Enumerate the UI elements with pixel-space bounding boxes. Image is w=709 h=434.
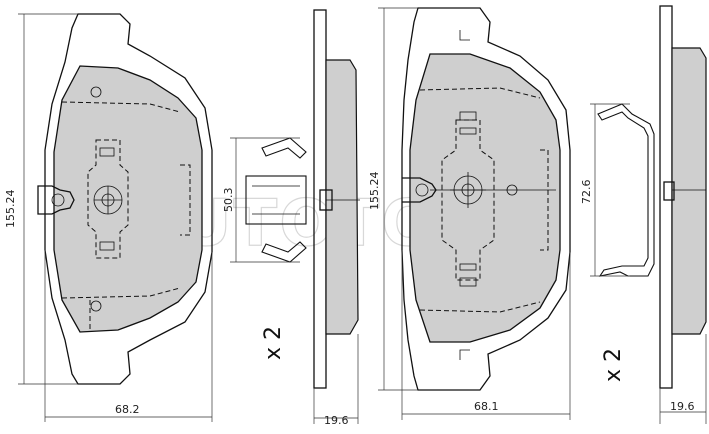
front-pad-face-view (37, 13, 213, 385)
rear-pad-thickness-label: 19.6 (670, 400, 695, 413)
front-pad-friction-material (53, 65, 203, 333)
front-anti-rattle-clip: 50.3 x 2 (222, 137, 307, 360)
rear-pad-height-label: 155.24 (368, 172, 381, 211)
rear-pad-width-label: 68.1 (474, 400, 499, 413)
rear-pad-backing-plate (401, 7, 571, 391)
rear-pad-friction-material (409, 53, 561, 343)
front-pad-dimensions: 155.24 68.2 (4, 13, 213, 422)
front-pad-mark-top (90, 86, 102, 98)
front-pad-mark-bottom (90, 300, 102, 312)
rear-pad-dimensions: 155.24 68.1 (368, 7, 571, 420)
front-pad-side-view: 19.6 (313, 9, 360, 427)
front-pad-width-label: 68.2 (115, 403, 140, 416)
rear-clip-quantity-label: x 2 (601, 348, 626, 382)
front-pad-height-label: 155.24 (4, 190, 17, 229)
rear-pad-face-view (401, 7, 571, 391)
front-pad-thickness-label: 19.6 (324, 414, 349, 427)
rear-clip-dimension-label: 72.6 (580, 180, 593, 205)
front-pad-backing-plate (44, 13, 213, 385)
rear-anti-rattle-clip: 72.6 x 2 (580, 103, 655, 382)
front-pad-guide-pin (37, 185, 75, 215)
front-clip-dimension-label: 50.3 (222, 188, 235, 213)
front-clip-quantity-label: x 2 (261, 326, 286, 360)
rear-pad-side-view: 19.6 (659, 5, 707, 424)
rear-pad-guide-notch (402, 177, 437, 203)
